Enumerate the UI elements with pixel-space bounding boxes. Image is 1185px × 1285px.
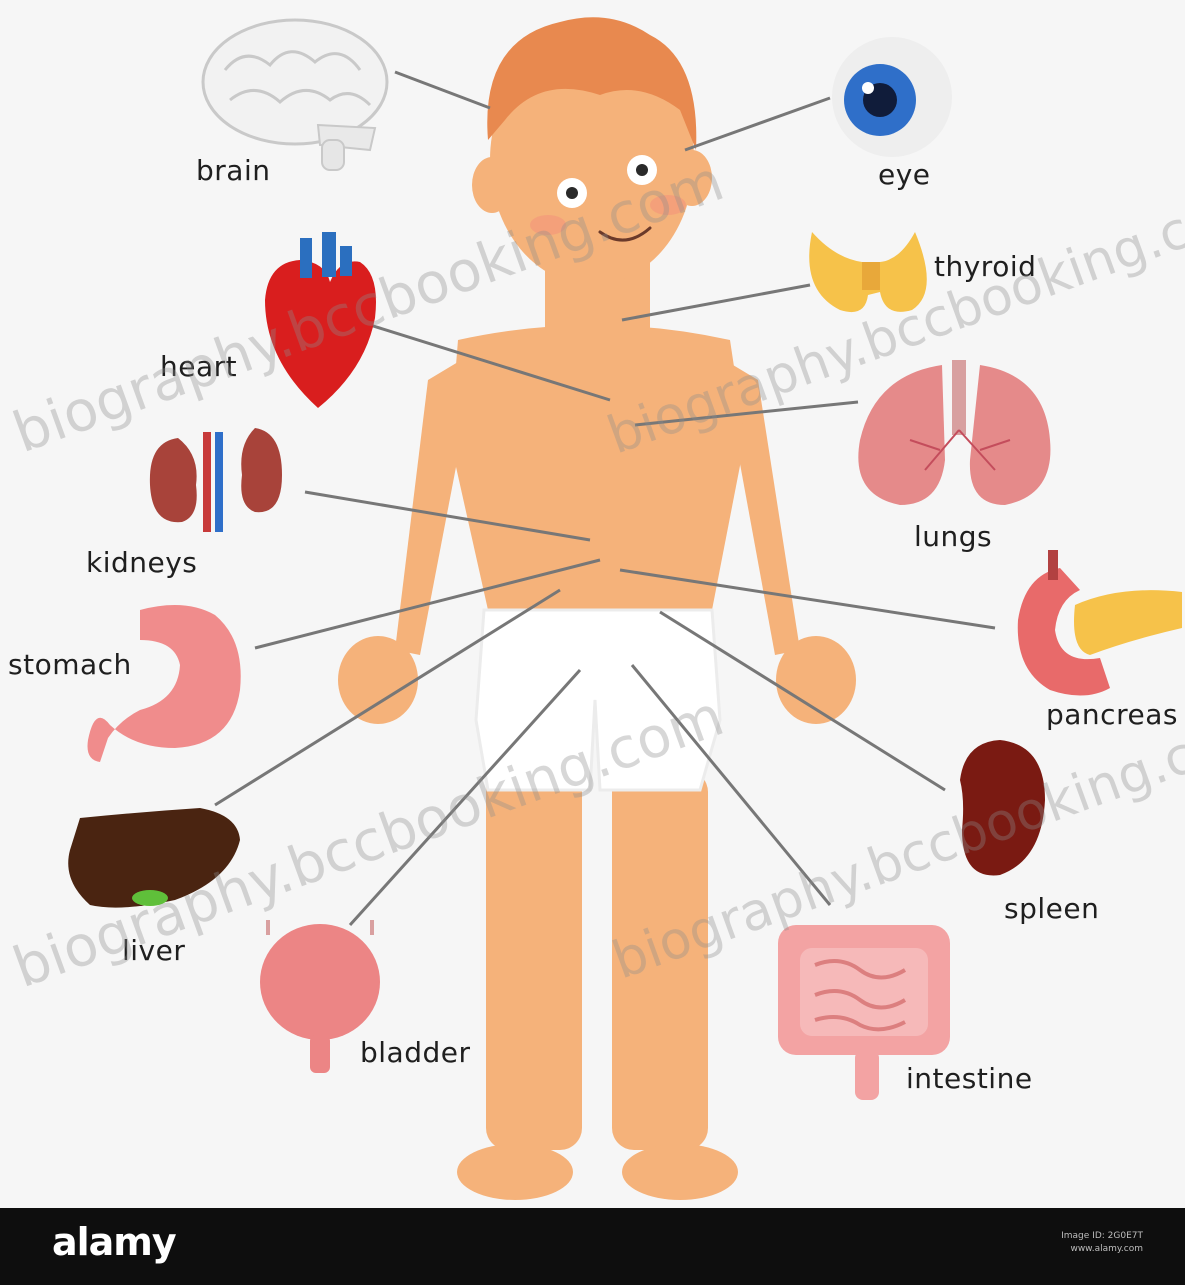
brain-illustration: [203, 20, 387, 170]
lungs-illustration: [858, 360, 1050, 505]
label-eye: eye: [878, 158, 931, 191]
image-id-block: Image ID: 2G0E7T www.alamy.com: [1061, 1230, 1143, 1256]
label-bladder: bladder: [360, 1036, 471, 1069]
image-id: Image ID: 2G0E7T: [1061, 1230, 1143, 1243]
label-spleen: spleen: [1004, 892, 1099, 925]
footer-bar: alamy Image ID: 2G0E7T www.alamy.com: [0, 1208, 1185, 1285]
label-brain: brain: [196, 154, 270, 187]
site-url[interactable]: www.alamy.com: [1061, 1243, 1143, 1256]
stomach-illustration: [88, 605, 241, 762]
label-kidneys: kidneys: [86, 546, 197, 579]
alamy-logo[interactable]: alamy: [52, 1220, 176, 1264]
eye-illustration: [832, 37, 952, 157]
label-lungs: lungs: [914, 520, 992, 553]
kidneys-illustration: [150, 428, 282, 532]
label-stomach: stomach: [8, 648, 132, 681]
label-pancreas: pancreas: [1046, 698, 1178, 731]
label-intestine: intestine: [906, 1062, 1033, 1095]
pancreas-illustration: [1018, 550, 1182, 696]
